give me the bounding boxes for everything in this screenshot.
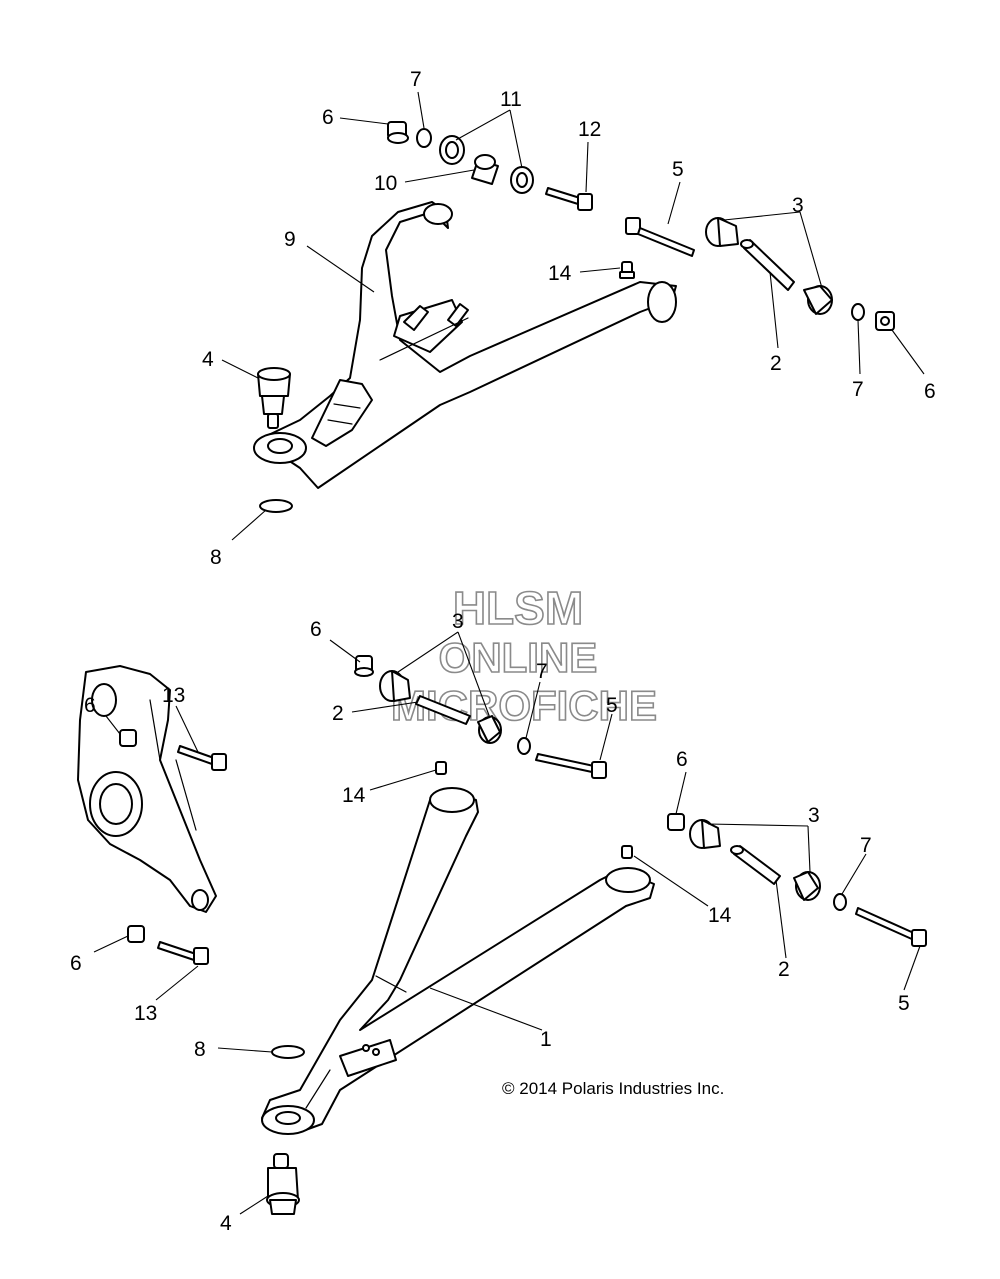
callout-9: 9 xyxy=(284,228,296,251)
sleeve xyxy=(730,845,781,885)
sleeve xyxy=(471,154,499,185)
flange-nut xyxy=(667,813,685,831)
flange-nut xyxy=(387,121,409,144)
steering-knuckle xyxy=(77,665,217,913)
callout-6: 6 xyxy=(676,748,688,771)
bolt xyxy=(545,187,593,211)
callout-3: 3 xyxy=(808,804,820,827)
flange-bushing xyxy=(379,670,411,702)
callout-1: 1 xyxy=(540,1028,552,1051)
watermark-line-2: ONLINE xyxy=(439,634,598,681)
flange-bushing xyxy=(793,871,821,901)
bolt xyxy=(177,745,227,771)
callout-2: 2 xyxy=(778,958,790,981)
bolt xyxy=(855,907,927,947)
bolt xyxy=(535,753,607,779)
ball-joint xyxy=(257,367,291,429)
callout-10: 10 xyxy=(374,172,397,195)
callout-2: 2 xyxy=(332,702,344,725)
flange-bushing xyxy=(510,166,534,194)
flange-bushing xyxy=(439,135,465,165)
ball-joint xyxy=(266,1153,300,1215)
callout-7: 7 xyxy=(860,834,872,857)
callout-13: 13 xyxy=(162,684,185,707)
callout-8: 8 xyxy=(210,546,222,569)
upper-a-arm xyxy=(253,201,677,489)
callout-4: 4 xyxy=(202,348,214,371)
callout-3: 3 xyxy=(452,610,464,633)
callout-5: 5 xyxy=(606,694,618,717)
washer xyxy=(416,128,432,148)
grease-fitting xyxy=(621,845,633,859)
callout-6: 6 xyxy=(84,694,96,717)
copyright-notice: © 2014 Polaris Industries Inc. xyxy=(502,1079,724,1098)
flange-nut xyxy=(127,925,145,943)
lower-a-arm xyxy=(261,787,655,1135)
flange-nut xyxy=(119,729,137,747)
callout-6: 6 xyxy=(322,106,334,129)
sleeve xyxy=(415,695,471,725)
flange-bushing xyxy=(705,217,739,247)
callout-4: 4 xyxy=(220,1212,232,1235)
flange-bushing xyxy=(689,819,721,849)
callout-7: 7 xyxy=(536,660,548,683)
flange-nut xyxy=(875,311,895,331)
callout-6: 6 xyxy=(310,618,322,641)
sleeve xyxy=(740,239,795,291)
grease-fitting xyxy=(619,261,635,279)
flange-bushing xyxy=(477,715,502,744)
callout-6: 6 xyxy=(924,380,936,403)
bolt xyxy=(625,217,695,257)
callout-7: 7 xyxy=(410,68,422,91)
watermark: HLSM ONLINE MICROFICHE xyxy=(390,581,658,730)
flange-bushing xyxy=(803,285,833,315)
callout-14: 14 xyxy=(708,904,732,927)
washer xyxy=(851,303,865,321)
lower-a-arm-assembly: 6 3 7 2 5 6 13 14 6 3 7 14 2 5 6 13 1 8 … xyxy=(70,610,927,1235)
callout-11: 11 xyxy=(500,88,522,111)
callout-13: 13 xyxy=(134,1002,157,1025)
callout-5: 5 xyxy=(898,992,910,1015)
bolt xyxy=(157,941,209,965)
upper-a-arm-assembly: 6 7 11 12 10 5 3 9 14 4 2 7 6 8 xyxy=(202,68,936,569)
callout-6: 6 xyxy=(70,952,82,975)
flange-nut xyxy=(354,655,374,677)
callout-8: 8 xyxy=(194,1038,206,1061)
callout-2: 2 xyxy=(770,352,782,375)
callout-14: 14 xyxy=(548,262,572,285)
washer xyxy=(517,737,531,755)
washer xyxy=(833,893,847,911)
callout-7: 7 xyxy=(852,378,864,401)
grease-fitting xyxy=(435,761,447,775)
callout-5: 5 xyxy=(672,158,684,181)
snap-ring xyxy=(259,499,293,513)
watermark-line-1: HLSM xyxy=(453,582,583,634)
callout-14: 14 xyxy=(342,784,366,807)
callout-12: 12 xyxy=(578,118,601,141)
callout-3: 3 xyxy=(792,194,804,217)
snap-ring xyxy=(271,1045,305,1059)
